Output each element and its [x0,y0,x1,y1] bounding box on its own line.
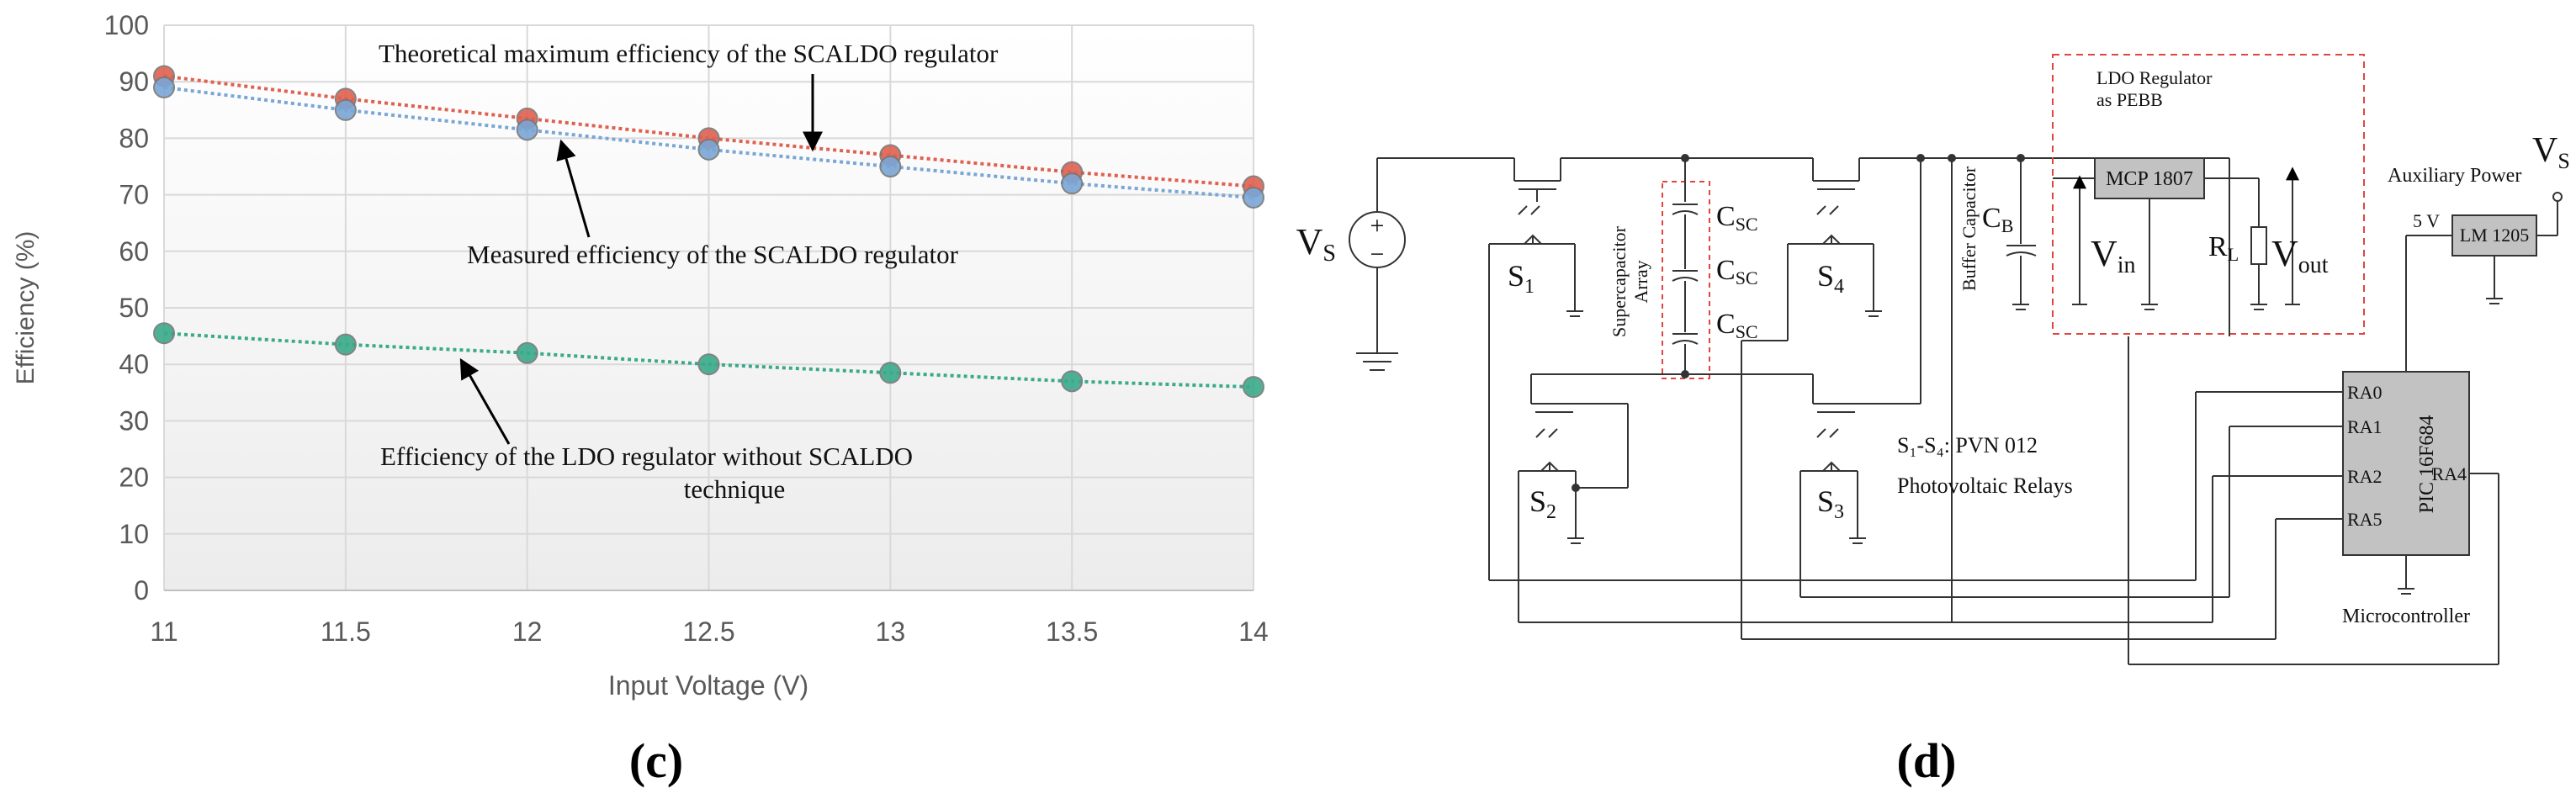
data-point [1061,370,1084,393]
circuit-labels: VS + − S1 S2 S3 S4 Supercapacitor Array … [1296,67,2570,627]
series-3 [153,322,1264,399]
y-tick-labels: 0 10 20 30 40 50 60 70 80 90 100 [104,10,149,606]
annotation-theoretical: Theoretical maximum efficiency of the SC… [379,39,999,68]
y-tick-label: 60 [119,236,149,267]
relay-s2 [1518,374,1629,622]
y-tick-label: 80 [119,123,149,153]
y-axis-label: Efficiency (%) [12,231,40,385]
minus-sign: − [1370,241,1385,268]
x-tick-label: 12.5 [682,616,734,647]
data-point [153,322,175,345]
panel-label-d: (d) [1897,733,1957,788]
lm-label: LM 1205 [2460,225,2530,246]
relay-note-2: Photovoltaic Relays [1897,473,2073,498]
supercap-label-1: Supercapacitor [1609,225,1630,337]
csc1-label: CSC [1716,201,1758,235]
annotation-arrow-ldo [459,357,511,445]
efficiency-chart: 0 10 20 30 40 50 60 70 80 90 100 11 11.5 12 12.5 13 13.… [12,10,1269,701]
relay-s3 [1799,374,1921,597]
vs-right: VS [2532,131,2570,173]
series-2 [153,76,1264,209]
x-tick-labels: 11 11.5 12 12.5 13 13.5 14 [150,616,1268,647]
five-v-label: 5 V [2413,210,2440,231]
y-tick-label: 30 [119,405,149,436]
ra5-label: RA5 [2347,509,2383,530]
data-point [697,138,720,161]
x-tick-label: 12 [512,616,543,647]
load-resistor [2250,226,2267,265]
relay-s1 [1488,180,1583,580]
plus-sign: + [1370,212,1385,240]
mcp-label: MCP 1807 [2106,168,2193,190]
aux-power-label: Auxiliary Power [2388,165,2521,187]
annotation-ldo-line2: technique [684,474,786,504]
ra2-label: RA2 [2347,466,2383,487]
panel-label-c: (c) [629,733,683,788]
ra1-label: RA1 [2347,416,2383,437]
y-tick-label: 0 [134,575,149,606]
vin-label: Vin [2091,233,2136,278]
y-tick-label: 100 [104,10,149,40]
supercap-label-2: Array [1630,260,1651,303]
relay-note-1: S₁-S₄: PVN 012 [1897,433,2038,458]
pic-chip [2342,371,2470,556]
s4-label: S4 [1817,259,1844,298]
y-tick-label: 10 [119,519,149,549]
s3-label: S3 [1817,484,1844,523]
relay-s4 [1741,180,1882,639]
ldo-label-2: as PEBB [2096,89,2163,110]
cb-label: CB [1982,203,2013,236]
y-tick-label: 20 [119,463,149,493]
grid-lines [163,24,1254,591]
x-tick-label: 13 [876,616,906,647]
data-point [516,119,538,141]
ldo-label-1: LDO Regulator [2096,67,2213,88]
ra0-label: RA0 [2347,382,2383,403]
s2-label: S2 [1529,484,1556,523]
microcontroller-label: Microcontroller [2342,606,2470,627]
x-tick-label: 11 [150,616,178,647]
rl-label: RL [2208,231,2239,265]
vout-label: Vout [2271,233,2329,278]
lm-chip [2451,214,2537,257]
data-point [516,341,538,364]
data-point [1243,186,1264,209]
data-point [1243,376,1264,399]
y-tick-label: 40 [119,349,149,379]
series-group [153,65,1264,399]
data-point [334,98,357,121]
x-tick-label: 13.5 [1046,616,1098,647]
y-tick-label: 70 [119,180,149,210]
x-tick-label: 11.5 [321,616,371,647]
pic-label: PIC 16F684 [2416,415,2438,514]
s1-label: S1 [1508,259,1534,298]
ldo-box [2052,54,2365,335]
data-point [1061,172,1084,195]
data-point [153,76,175,98]
vs-left: VS [1296,221,1336,267]
annotation-measured: Measured efficiency of the SCALDO regula… [467,240,959,269]
ra4-label: RA4 [2431,463,2467,484]
data-point [879,362,902,384]
x-tick-label: 14 [1238,616,1269,647]
y-tick-label: 50 [119,293,149,323]
y-tick-label: 90 [119,66,149,97]
buffer-cap-label: Buffer Capacitor [1959,166,1980,291]
csc3-label: CSC [1716,309,1758,342]
csc2-label: CSC [1716,255,1758,288]
data-point [879,156,902,177]
x-axis-label: Input Voltage (V) [608,670,808,701]
annotation-arrow-measured [556,139,591,238]
data-point [697,353,720,376]
circuit-diagram [1349,54,2563,665]
annotation-ldo-line1: Efficiency of the LDO regulator without … [380,442,913,471]
data-point [334,333,357,356]
